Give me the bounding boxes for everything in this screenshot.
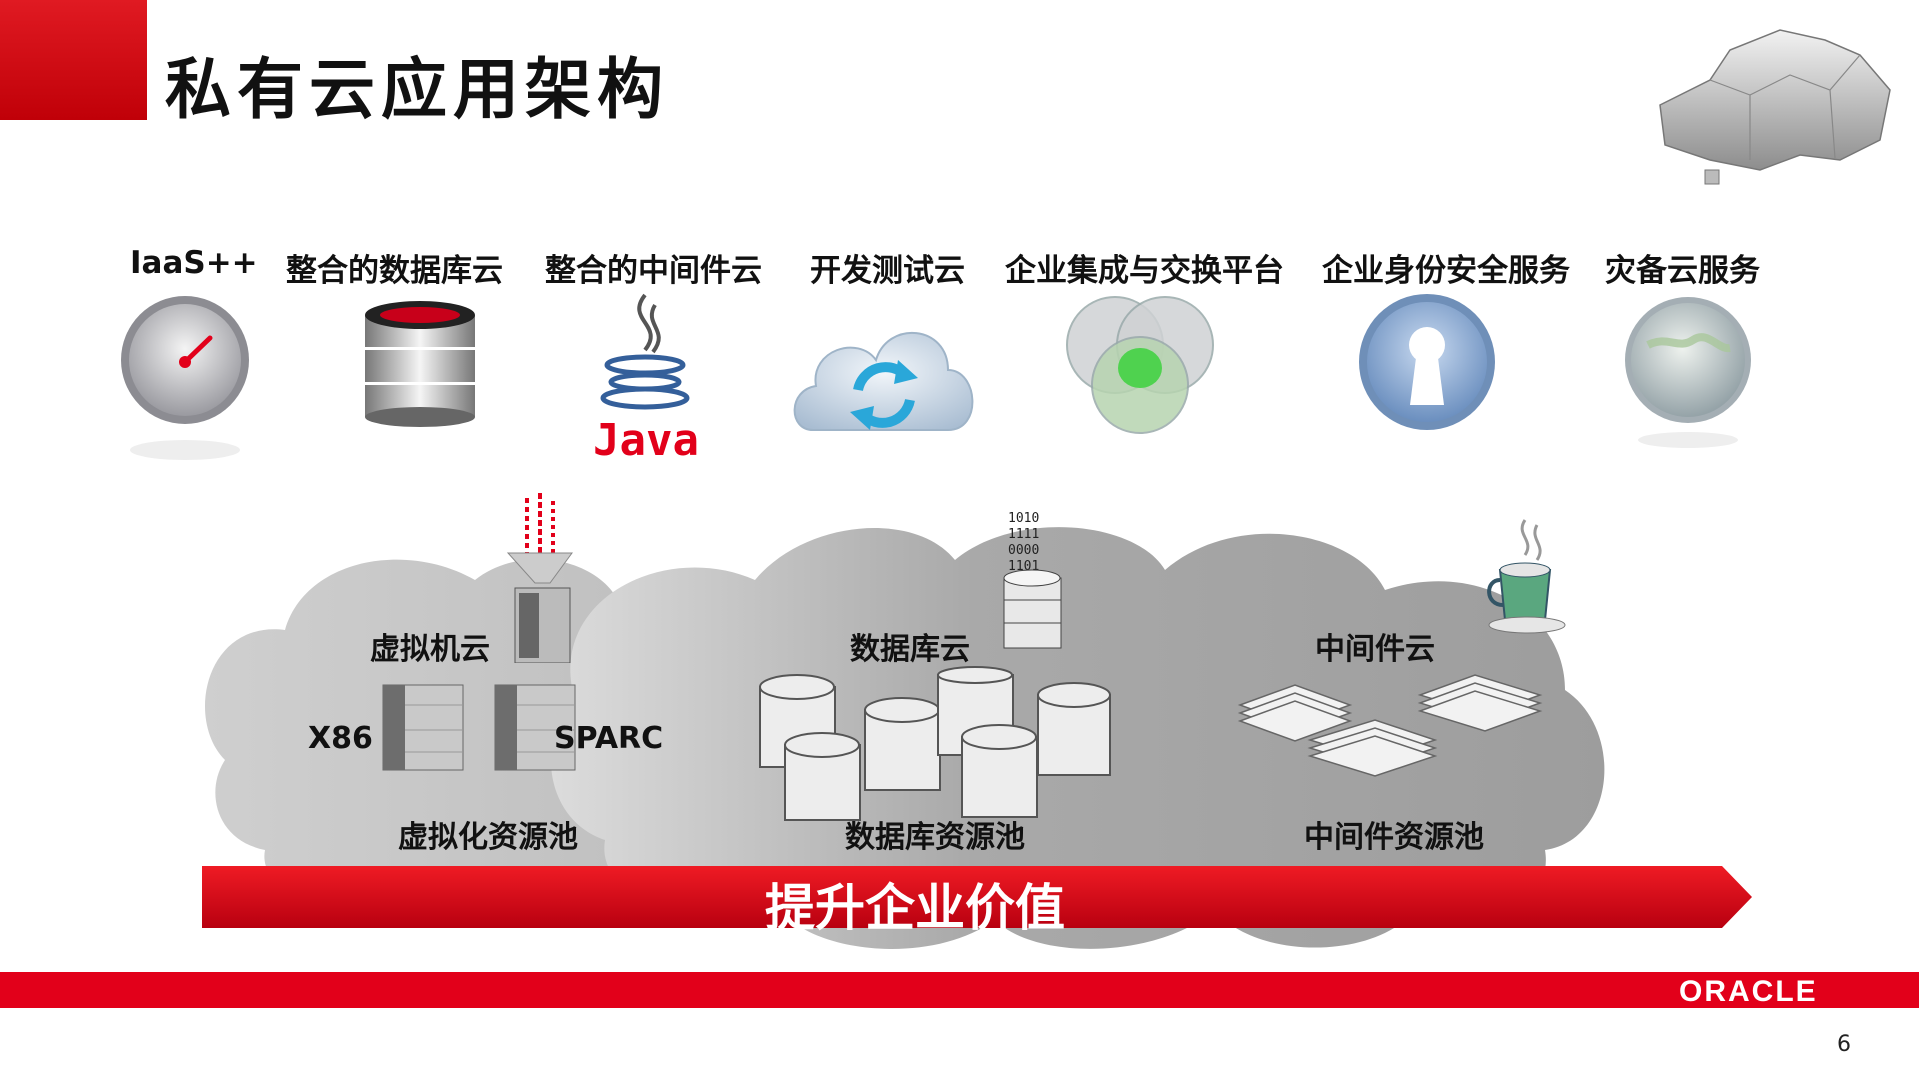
- header-red-block: [0, 0, 147, 120]
- sparc-server-icon: [494, 684, 576, 771]
- svg-text:0000: 0000: [1008, 543, 1039, 558]
- svg-text:1010: 1010: [1008, 511, 1039, 526]
- cloud-sync-icon: [793, 331, 974, 431]
- middleware-pool-label: 中间件资源池: [1304, 820, 1484, 855]
- sparc-label: SPARC: [554, 721, 664, 756]
- keyhole-icon: [1359, 294, 1495, 430]
- cubes-cloud-icon: [1659, 29, 1891, 185]
- oracle-logo: ORACLE: [1679, 975, 1818, 1008]
- service-label-iaas: IaaS++: [130, 245, 258, 281]
- x86-server-icon: [382, 684, 464, 771]
- data-cylinder-icon: 1010 1111 0000 1101: [1003, 511, 1062, 649]
- service-label-identity-security: 企业身份安全服务: [1322, 253, 1570, 289]
- service-label-devtest-cloud: 开发测试云: [810, 253, 965, 289]
- service-label-database-cloud: 整合的数据库云: [286, 253, 503, 289]
- service-label-middleware-cloud: 整合的中间件云: [545, 253, 762, 289]
- database-cloud-label: 数据库云: [850, 632, 970, 667]
- footer-bar: [0, 972, 1919, 1008]
- slide-title: 私有云应用架构: [165, 50, 669, 128]
- globe-icon: [1625, 297, 1751, 448]
- value-banner-arrow: [202, 866, 1752, 928]
- banner-label: 提升企业价值: [765, 879, 1065, 937]
- service-label-disaster-recovery: 灾备云服务: [1605, 253, 1760, 289]
- java-logo-icon: Java: [593, 293, 699, 466]
- venn-circles-icon: [1066, 296, 1214, 434]
- svg-text:1111: 1111: [1008, 527, 1039, 542]
- coffee-cup-icon: [1487, 519, 1566, 634]
- vm-cloud-label: 虚拟机云: [370, 632, 490, 667]
- svg-text:Java: Java: [593, 415, 699, 466]
- database-pool-label: 数据库资源池: [845, 820, 1025, 855]
- database-cylinders-icon: [759, 666, 1111, 821]
- server-funnel-icon: [506, 493, 573, 663]
- service-label-integration-platform: 企业集成与交换平台: [1005, 253, 1284, 289]
- middleware-cloud-label: 中间件云: [1315, 632, 1435, 667]
- database-stack-icon: [365, 301, 475, 427]
- gauge-icon: [121, 296, 249, 460]
- page-number: 6: [1837, 1032, 1851, 1057]
- document-stacks-icon: [1237, 674, 1543, 777]
- virtual-pool-label: 虚拟化资源池: [398, 820, 578, 855]
- x86-label: X86: [308, 721, 373, 756]
